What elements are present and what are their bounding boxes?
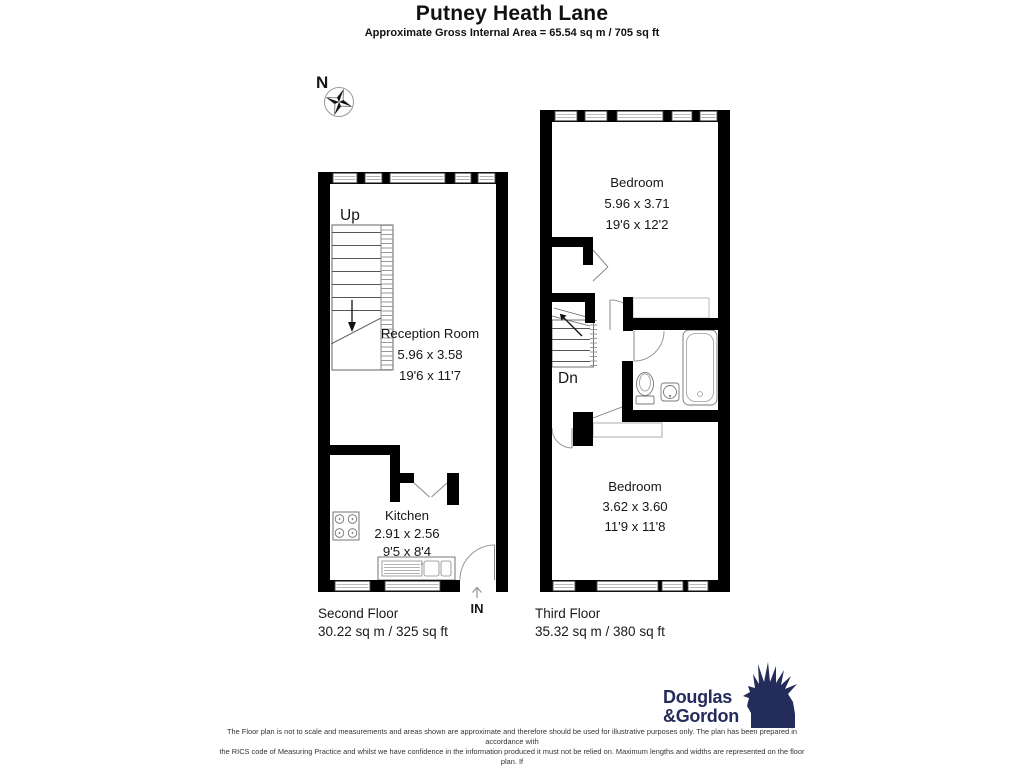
disclaimer-line-2: the RICS code of Measuring Practice and … (219, 747, 805, 766)
disclaimer-line-1: The Floor plan is not to scale and measu… (227, 727, 797, 746)
front-bedroom-label: Bedroom 5.96 x 3.71 19'6 x 12'2 (604, 175, 669, 232)
page-title: Putney Heath Lane (415, 2, 609, 25)
compass-star-fill (326, 89, 352, 115)
kitchen-metric: 2.91 x 2.56 (374, 526, 439, 541)
entrance-door (459, 544, 496, 581)
kitchen-label: Kitchen 2.91 x 2.56 9'5 x 8'4 (374, 508, 439, 559)
landing-recess (632, 297, 710, 319)
agency-name-line2: &Gordon (663, 705, 739, 726)
bathroom-door (633, 330, 665, 362)
kitchen-hob (332, 511, 360, 541)
staircase-down (551, 307, 597, 368)
up-arrow-icon (348, 300, 356, 332)
back-bedroom-metric: 3.62 x 3.60 (602, 499, 667, 514)
third-floor-plan: Bedroom 5.96 x 3.71 19'6 x 12'2 Dn Bedro… (540, 110, 730, 592)
compass-north-label: N (316, 73, 328, 92)
third-floor-name: Third Floor (535, 606, 601, 621)
kitchen-imperial: 9'5 x 8'4 (383, 544, 431, 559)
third-floor-area: 35.32 sq m / 380 sq ft (535, 623, 665, 639)
stair-winder-line (592, 406, 623, 419)
disclaimer: The Floor plan is not to scale and measu… (212, 727, 812, 768)
front-bedroom-metric: 5.96 x 3.71 (604, 196, 669, 211)
kitchen-label-backing (360, 500, 455, 566)
stag-logo-icon (743, 662, 797, 728)
second-floor-caption: Second Floor 30.22 sq m / 325 sq ft (318, 605, 448, 640)
second-floor-fixtures (330, 224, 496, 581)
kitchen-sink-unit (377, 556, 456, 581)
up-stairs-label: Up (340, 207, 360, 224)
reception-name: Reception Room (381, 326, 479, 341)
back-bedroom-imperial: 11'9 x 11'8 (604, 519, 665, 534)
front-bedroom-imperial: 19'6 x 12'2 (606, 217, 669, 232)
reception-room-label: Reception Room 5.96 x 3.58 19'6 x 11'7 (381, 326, 479, 383)
back-bedroom-label: Bedroom 3.62 x 3.60 11'9 x 11'8 (602, 479, 667, 534)
third-floor-caption: Third Floor 35.32 sq m / 380 sq ft (535, 605, 665, 640)
kitchen-door (413, 482, 448, 498)
dn-stairs-label: Dn (558, 370, 578, 387)
reception-metric: 5.96 x 3.58 (397, 347, 462, 362)
agency-name-line1: Douglas (663, 687, 732, 707)
second-floor-windows (332, 172, 496, 592)
basin (660, 382, 680, 402)
third-floor-windows (552, 110, 718, 592)
front-bedroom-name: Bedroom (610, 175, 664, 190)
compass-circle (324, 87, 354, 117)
dn-arrow-icon (559, 313, 583, 337)
kitchen-name: Kitchen (385, 508, 429, 523)
reception-imperial: 19'6 x 11'7 (399, 368, 461, 383)
toilet (635, 372, 655, 405)
agency-logo-text: Douglas &Gordon (663, 688, 739, 725)
back-bedroom-name: Bedroom (608, 479, 662, 494)
front-bedroom-door (592, 249, 609, 282)
in-arrow-icon (472, 586, 482, 598)
second-floor-plan: Up Reception Room 5.96 x 3.58 19'6 x 11'… (318, 172, 508, 616)
bathtub (682, 329, 718, 406)
entrance-label: IN (471, 601, 484, 616)
second-floor-name: Second Floor (318, 606, 399, 621)
staircase-up (330, 224, 394, 371)
gross-internal-area: Approximate Gross Internal Area = 65.54 … (364, 27, 660, 39)
second-floor-area: 30.22 sq m / 325 sq ft (318, 623, 448, 639)
north-compass-icon: N (316, 73, 354, 117)
built-in-wardrobe (592, 422, 663, 438)
back-bedroom-door (551, 427, 573, 449)
